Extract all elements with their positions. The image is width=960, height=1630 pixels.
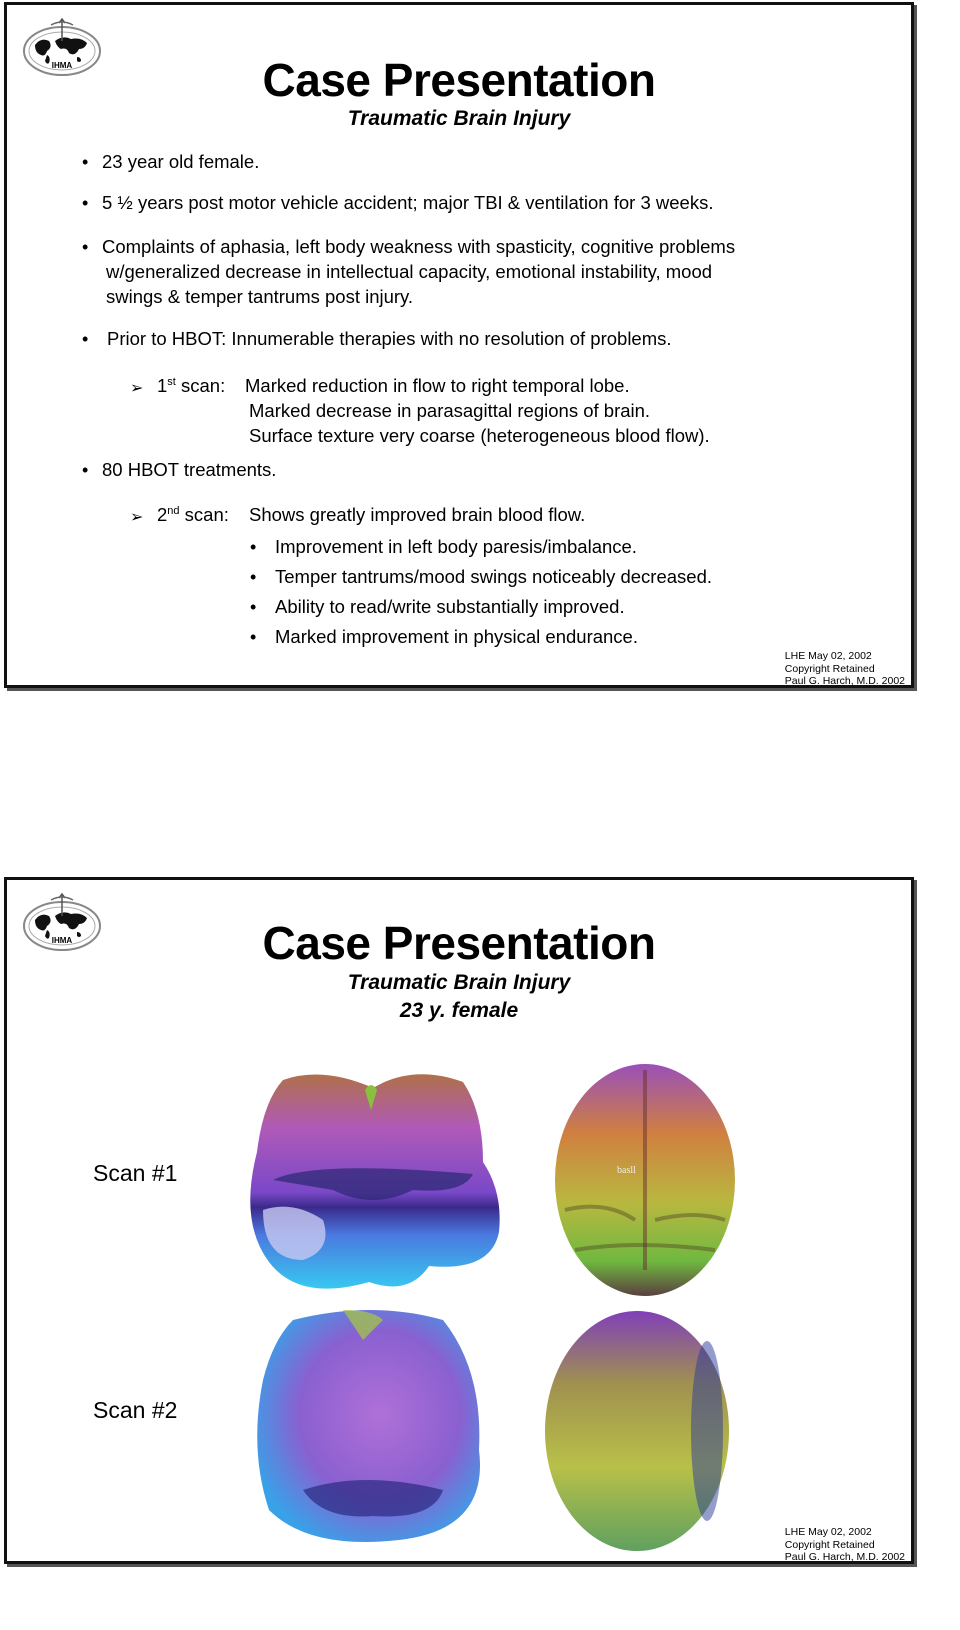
bullet-icon: •	[82, 329, 89, 349]
outcome-item: Ability to read/write substantially impr…	[275, 596, 625, 617]
scan-2-coronal-brain-image	[257, 1310, 480, 1542]
bullet-text: 5 ½ years post motor vehicle accident; m…	[102, 192, 714, 213]
svg-text:IHMA: IHMA	[52, 936, 73, 945]
bullet-icon: •	[250, 627, 257, 647]
slide-1: IHMA Case Presentation Traumatic Brain I…	[4, 2, 914, 688]
slide-title: Case Presentation	[262, 917, 656, 969]
arrow-bullet-icon: ➢	[130, 509, 144, 526]
scan-1-axial-brain-image: basll	[555, 1064, 735, 1296]
scan-1-label: Scan #1	[93, 1160, 178, 1186]
scan1-label: 1st scan:	[157, 375, 226, 396]
scan-2-label: Scan #2	[93, 1397, 178, 1423]
slide-subtitle: Traumatic Brain Injury	[347, 107, 571, 130]
outcome-item: Temper tantrums/mood swings noticeably d…	[275, 566, 713, 587]
bullet-text-cont: swings & temper tantrums post injury.	[106, 286, 414, 307]
bullet-icon: •	[250, 567, 257, 587]
ihma-logo-icon: IHMA	[23, 17, 101, 76]
bullet-text-cont: w/generalized decrease in intellectual c…	[106, 261, 713, 282]
ihma-logo-icon: IHMA	[23, 892, 101, 951]
bullet-icon: •	[250, 537, 257, 557]
scan1-finding: Surface texture very coarse (heterogeneo…	[249, 425, 710, 446]
bullet-icon: •	[82, 193, 89, 213]
outcome-item: Improvement in left body paresis/imbalan…	[275, 536, 637, 557]
bullet-text: 23 year old female.	[102, 151, 260, 172]
svg-text:IHMA: IHMA	[52, 61, 73, 70]
slide-subtitle: Traumatic Brain Injury	[347, 971, 571, 994]
arrow-bullet-icon: ➢	[130, 380, 144, 397]
bullet-icon: •	[82, 460, 89, 480]
slide-title: Case Presentation	[262, 54, 656, 106]
bullet-text: Prior to HBOT: Innumerable therapies wit…	[107, 328, 672, 349]
scan2-label: 2nd scan:	[157, 504, 229, 525]
scan2-finding: Shows greatly improved brain blood flow.	[249, 504, 586, 525]
slide-footer: LHE May 02, 2002 Copyright Retained Paul…	[784, 1526, 905, 1563]
bullet-icon: •	[82, 152, 89, 172]
bullet-text: Complaints of aphasia, left body weaknes…	[102, 236, 736, 257]
bullet-text: 80 HBOT treatments.	[102, 459, 277, 480]
slide-2: IHMA Case Presentation Traumatic Brain I…	[4, 877, 914, 1564]
svg-text:basll: basll	[617, 1165, 636, 1176]
slide-subtitle-patient: 23 y. female	[399, 999, 519, 1022]
scan1-finding: Marked reduction in flow to right tempor…	[245, 375, 630, 396]
scan-2-axial-brain-image	[545, 1311, 729, 1551]
scan1-finding: Marked decrease in parasagittal regions …	[249, 400, 651, 421]
scan-1-coronal-brain-image	[250, 1074, 500, 1289]
outcome-item: Marked improvement in physical endurance…	[275, 626, 638, 647]
slide-footer: LHE May 02, 2002 Copyright Retained Paul…	[784, 650, 905, 687]
bullet-icon: •	[82, 237, 89, 257]
bullet-icon: •	[250, 597, 257, 617]
